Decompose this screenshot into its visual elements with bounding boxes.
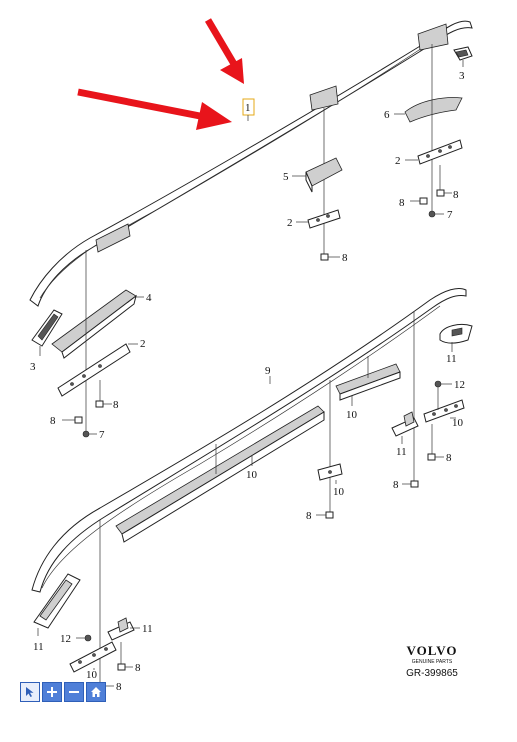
label-insert-mid: 5 <box>283 171 289 183</box>
label-bracket-lower-mid: 10 <box>333 486 345 498</box>
label-clip-left: 7 <box>99 429 105 441</box>
label-strip-long: 10 <box>246 469 258 481</box>
label-nut-right-b: 8 <box>453 189 459 201</box>
reference-number: GR-399865 <box>406 668 458 679</box>
bracket-lower-mid[interactable] <box>317 463 343 481</box>
label-screw-left: 12 <box>60 633 71 645</box>
label-screw-right: 12 <box>454 379 465 391</box>
clip-right[interactable] <box>428 210 436 218</box>
label-bracket-right: 2 <box>395 155 401 167</box>
upper-roof-rail[interactable] <box>29 20 473 307</box>
end-left[interactable] <box>33 573 81 629</box>
nut-right-b[interactable] <box>436 189 445 197</box>
cap-left[interactable] <box>31 309 63 347</box>
label-nut-lower-left-a: 8 <box>135 662 141 674</box>
label-bracket-lower-left: 10 <box>86 669 98 681</box>
cover-right[interactable] <box>404 97 463 123</box>
bracket-lower-left[interactable] <box>69 641 117 673</box>
foot-right[interactable] <box>391 411 419 437</box>
brand-name: VOLVO <box>407 643 458 658</box>
label-bracket-mid: 2 <box>287 217 293 229</box>
label-strip-upper: 10 <box>346 409 358 421</box>
label-clip-right: 7 <box>447 209 453 221</box>
bracket-left[interactable] <box>57 343 131 397</box>
label-cap-left: 3 <box>30 361 36 373</box>
foot-left[interactable] <box>107 617 135 641</box>
strip-long[interactable] <box>115 405 325 543</box>
nut-lower-mid[interactable] <box>325 511 334 519</box>
nut-left-b[interactable] <box>95 400 104 408</box>
screw-left[interactable] <box>84 634 92 642</box>
label-upper-rail: 1 <box>245 102 251 114</box>
label-foot-left: 11 <box>142 623 153 635</box>
lower-roof-rail[interactable] <box>31 287 467 593</box>
label-cover-left: 4 <box>146 292 152 304</box>
nut-left-a[interactable] <box>74 416 83 424</box>
minus-icon[interactable] <box>64 682 84 702</box>
home-icon[interactable] <box>86 682 106 702</box>
label-nut-lower-right-b: 8 <box>393 479 399 491</box>
label-nut-right-a: 8 <box>399 197 405 209</box>
bracket-lower-right[interactable] <box>423 399 465 423</box>
nut-lower-right-b[interactable] <box>410 480 419 488</box>
plus-icon[interactable] <box>42 682 62 702</box>
label-nut-lower-mid: 8 <box>306 510 312 522</box>
cap-front-right[interactable] <box>453 46 473 61</box>
cover-left[interactable] <box>51 289 137 359</box>
brand-tagline: GENUINE PARTS <box>412 659 453 665</box>
bracket-right[interactable] <box>417 139 463 165</box>
strip-upper[interactable] <box>335 363 401 401</box>
label-cap-front-right: 3 <box>459 70 465 82</box>
label-nut-lower-left-b: 8 <box>116 681 122 693</box>
volvo-logo: VOLVO GENUINE PARTS <box>407 643 458 665</box>
label-nut-left-b: 8 <box>113 399 119 411</box>
red-arrows <box>77 18 244 130</box>
viewer-toolbar <box>20 682 106 702</box>
label-bracket-lower-right: 10 <box>452 417 464 429</box>
arrow-head-icon <box>196 102 232 130</box>
label-nut-lower-right-a: 8 <box>446 452 452 464</box>
label-nut-mid: 8 <box>342 252 348 264</box>
label-cover-right: 6 <box>384 109 390 121</box>
nut-lower-left-a[interactable] <box>117 663 126 671</box>
insert-mid[interactable] <box>305 157 343 193</box>
label-lower-rail: 9 <box>265 365 271 377</box>
label-foot-right: 11 <box>396 446 407 458</box>
label-bracket-left: 2 <box>140 338 146 350</box>
label-nut-left-a: 8 <box>50 415 56 427</box>
cursor-icon[interactable] <box>20 682 40 702</box>
bracket-mid[interactable] <box>307 209 341 229</box>
label-end-right: 11 <box>446 353 457 365</box>
nut-mid[interactable] <box>320 253 329 261</box>
highlight-box <box>242 98 255 116</box>
arrow-head-icon <box>220 58 244 84</box>
end-right[interactable] <box>439 323 473 344</box>
screw-right[interactable] <box>434 380 442 388</box>
nut-right-a[interactable] <box>419 197 428 205</box>
label-end-left: 11 <box>33 641 44 653</box>
clip-left[interactable] <box>82 430 90 438</box>
nut-lower-right-a[interactable] <box>427 453 436 461</box>
